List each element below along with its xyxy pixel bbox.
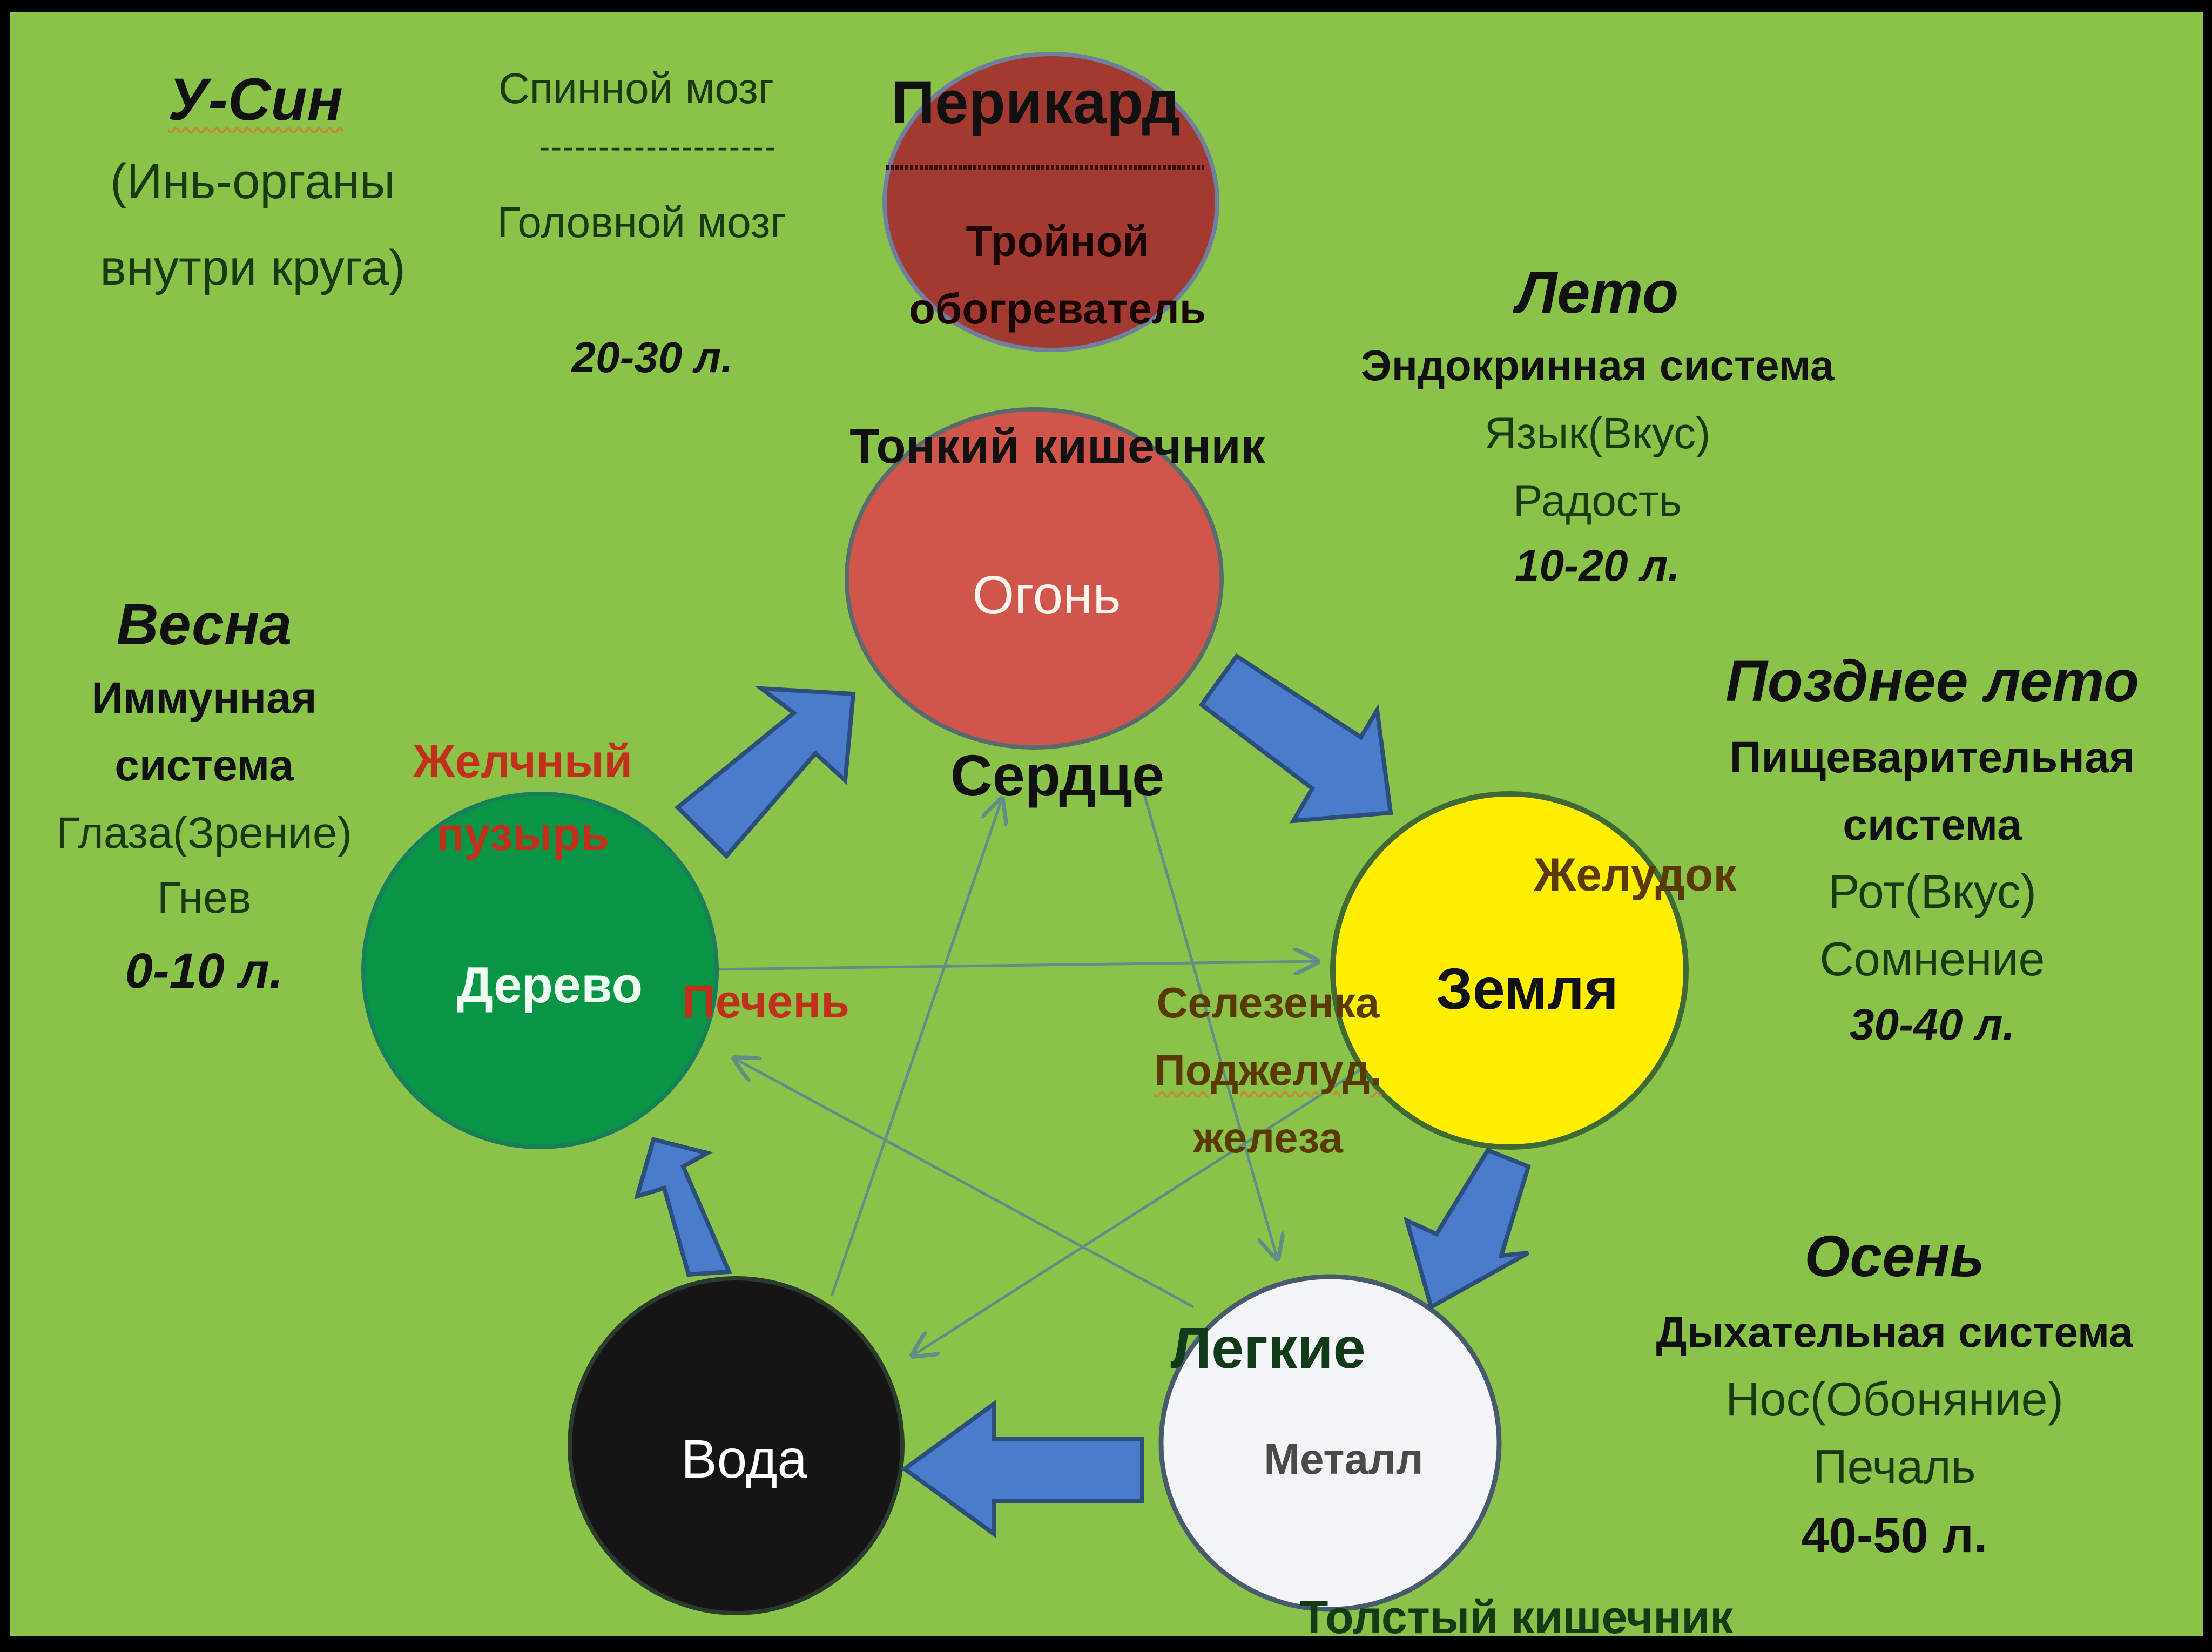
summer-emotion: Радость [1513,476,1682,525]
lungs-label: Легкие [1170,1315,1366,1380]
late-summer-system-1: Пищеварительная [1729,733,2135,782]
diagram-subtitle-line2: внутри круга) [100,240,406,295]
late-summer-age: 30-40 л. [1849,1000,2015,1049]
triple-heater-label-1: Тройной [966,217,1149,265]
summer-sense: Язык(Вкус) [1484,409,1711,458]
autumn-title: Осень [1804,1223,1985,1289]
summer-age: 10-20 л. [1514,541,1681,590]
autumn-system: Дыхательная система [1656,1308,2133,1356]
large-intestine-label: Толстый кишечник [1299,1592,1734,1643]
diagram-title: У-Син [167,66,343,133]
late-summer-title: Позднее лето [1725,648,2139,713]
connector-wood-to-earth [712,961,1318,969]
connector-water-to-fire [830,799,1002,1297]
head-brain-label: Головной мозг [497,198,786,246]
gallbladder-label-1: Желчный [413,736,633,787]
generating-cycle [634,653,1531,1538]
brain-age: 20-30 л. [571,333,733,381]
pericardium-circle [882,52,1219,352]
autumn-sense: Нос(Обоняние) [1725,1372,2063,1426]
late-summer-sense: Рот(Вкус) [1828,865,2036,918]
water-label: Вода [680,1429,808,1489]
late-summer-system-2: система [1843,800,2022,849]
spinal-cord-label: Спинной мозг [498,64,774,112]
gallbladder-label-2: пузырь [436,808,610,860]
arrow-earth-to-metal [1403,1148,1531,1310]
stomach-label: Желудок [1534,849,1737,901]
spleen-label: Селезенка [1156,979,1380,1027]
brain-divider: -------------------- [539,129,777,165]
controlling-cycle [712,777,1362,1356]
diagram-subtitle-line1: (Инь-органы [110,154,396,209]
water-circle [568,1276,905,1615]
summer-system: Эндокринная система [1360,341,1835,389]
pancreas-label-1: Поджелуд. [1154,1046,1382,1094]
wu-xing-diagram [361,52,1689,1615]
summer-title: Лето [1516,259,1679,326]
spring-system-1: Иммунная [91,673,317,723]
spring-age: 0-10 л. [125,943,284,999]
arrow-fire-to-earth [1198,653,1393,824]
triple-heater-label-2: обогреватель [908,285,1206,333]
small-intestine-label: Тонкий кишечник [849,420,1265,474]
connector-metal-to-wood [734,1058,1195,1309]
pericardium-label: Перикард [891,69,1181,136]
connector-earth-to-water [913,1068,1362,1356]
spring-title: Весна [116,591,292,657]
slide: У-Син (Инь-органы внутри круга) Спинной … [10,12,2203,1641]
spring-emotion: Гнев [157,873,252,922]
spring-system-2: система [114,741,294,790]
arrow-metal-to-water [901,1400,1144,1538]
liver-label: Печень [682,976,850,1028]
metal-label: Металл [1264,1435,1424,1483]
autumn-age: 40-50 л. [1801,1508,1988,1563]
arrow-wood-to-fire [675,686,856,859]
arrow-water-to-wood [634,1137,732,1277]
fire-label: Огонь [972,565,1121,625]
fire-circle [845,407,1224,750]
wood-label: Дерево [456,956,643,1013]
late-summer-emotion: Сомнение [1819,932,2045,986]
autumn-emotion: Печаль [1813,1440,1976,1493]
earth-label: Земля [1436,956,1618,1021]
earth-circle [1330,791,1689,1150]
heart-label: Сердце [950,743,1165,808]
spring-sense: Глаза(Зрение) [56,808,352,858]
metal-circle [1158,1274,1502,1612]
pancreas-label-2: железа [1193,1114,1343,1162]
connector-fire-to-metal [1138,777,1277,1258]
wood-circle [361,792,719,1149]
